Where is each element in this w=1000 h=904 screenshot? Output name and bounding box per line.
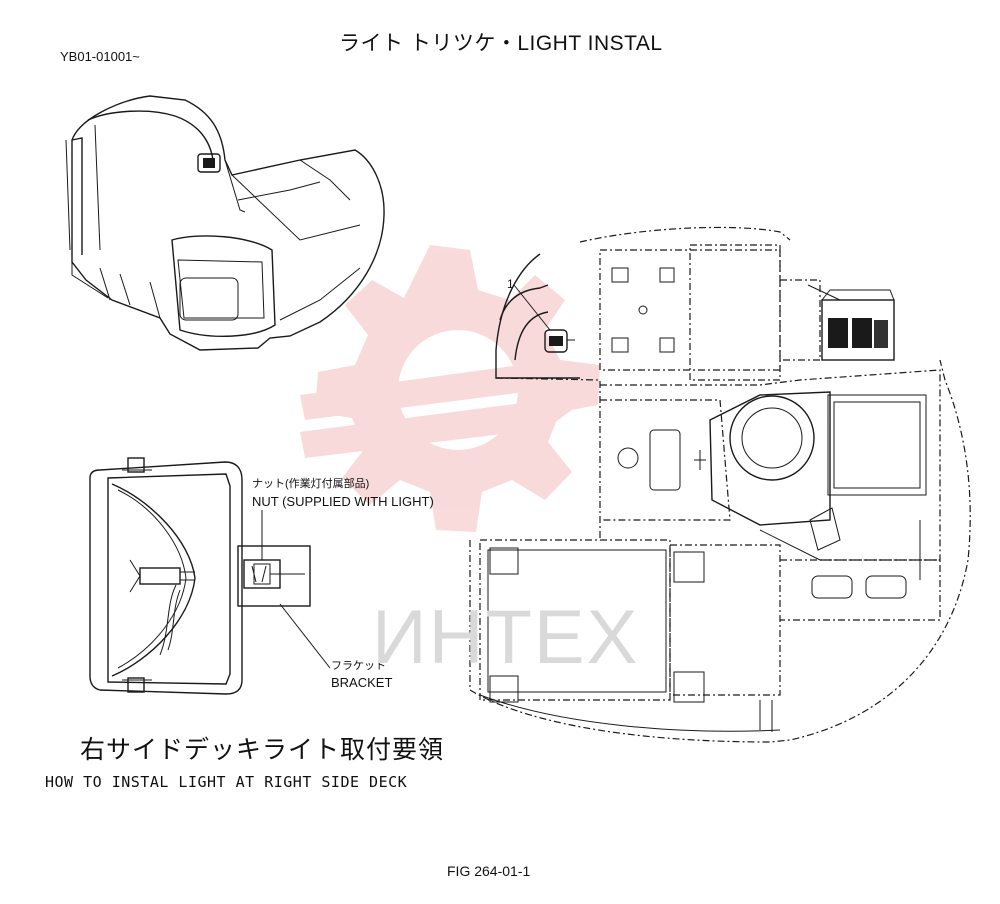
machine-upper-structure-drawing — [65, 95, 385, 351]
page-title: ライト トリツケ・LIGHT INSTAL — [339, 32, 663, 55]
valve-block-drawing — [807, 284, 895, 361]
nut-label-jp: ナット(作業灯付属部品) — [252, 478, 370, 490]
figure-number: FIG 264-01-1 — [447, 863, 531, 879]
caption-en: HOW TO INSTAL LIGHT AT RIGHT SIDE DECK — [45, 773, 408, 791]
nut-label-en: NUT (SUPPLIED WITH LIGHT) — [252, 494, 434, 509]
bracket-label-jp: フラケット — [331, 660, 386, 672]
serial-number: YB01-01001~ — [60, 49, 140, 64]
watermark-text: ИНТЕХ — [372, 595, 640, 680]
plan-view-drawing — [469, 226, 971, 743]
lamp-detail-drawing — [89, 457, 331, 695]
item-number-callout: 1 — [507, 277, 514, 291]
bracket-label-en: BRACKET — [331, 675, 393, 690]
caption-jp: 右サイドデッキライト取付要領 — [80, 736, 445, 764]
